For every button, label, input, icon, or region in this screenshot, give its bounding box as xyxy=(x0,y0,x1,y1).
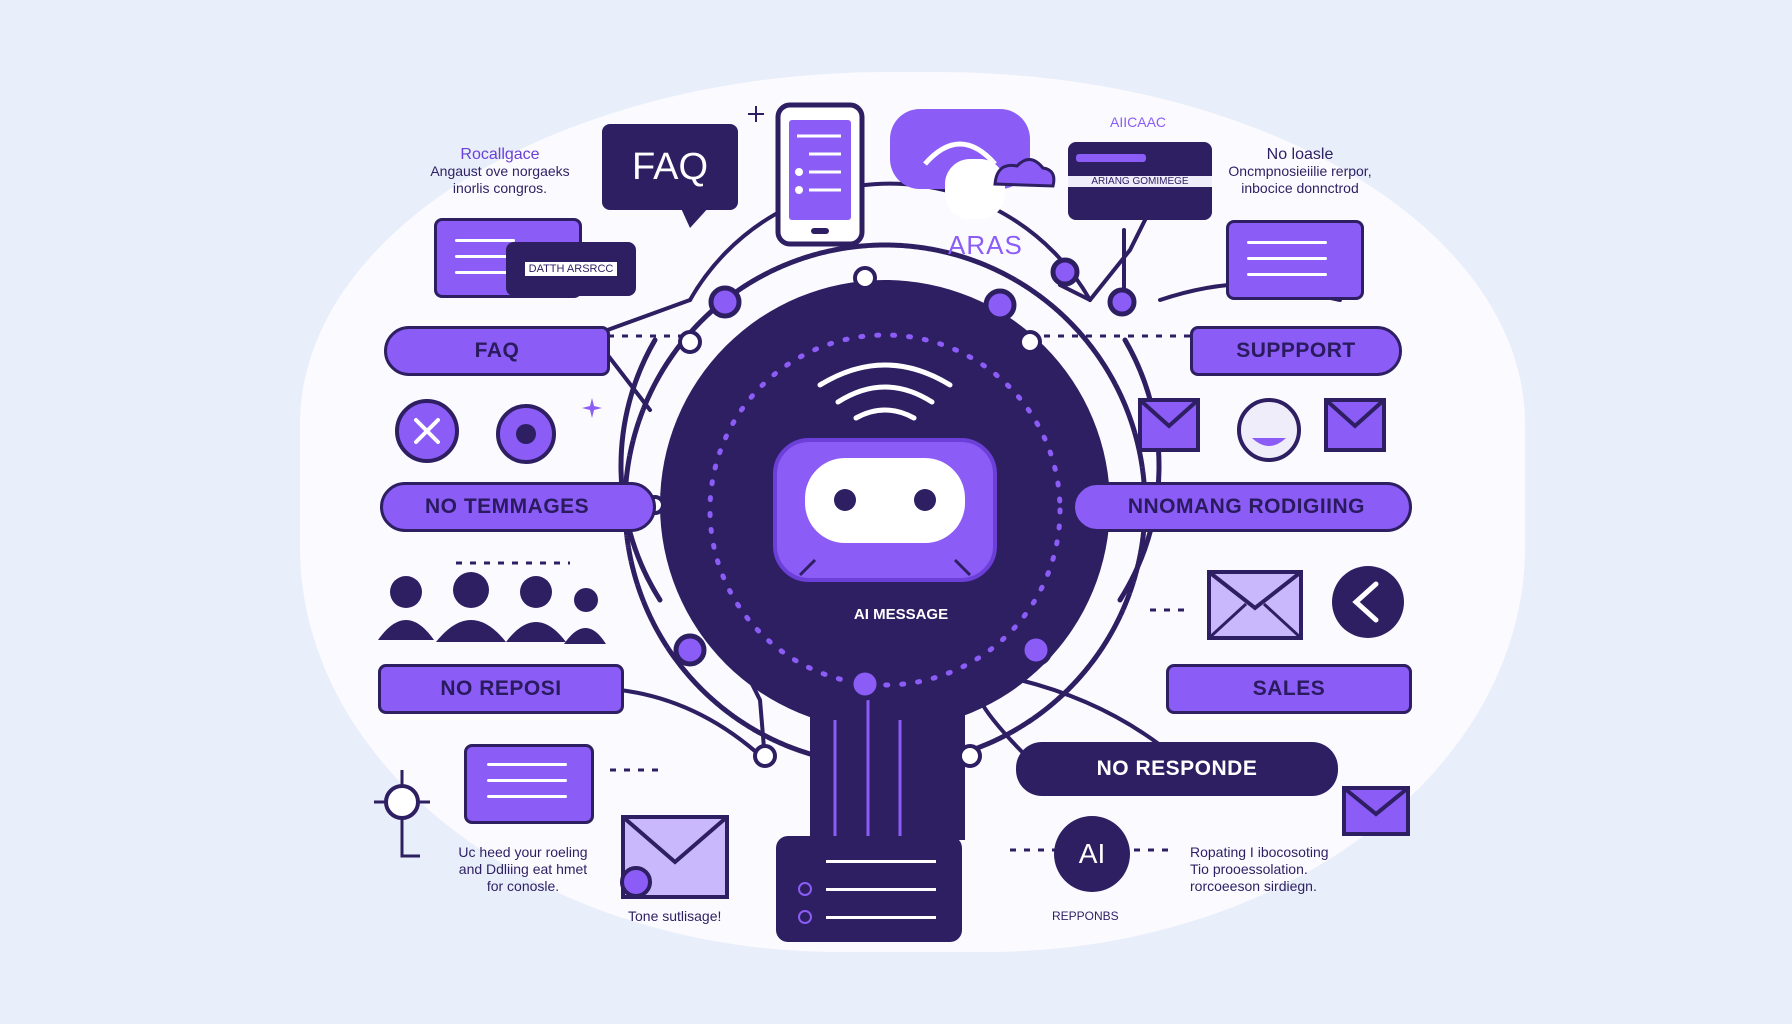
brand-label: ARAS xyxy=(948,230,1023,260)
no-temmages-pill-label: NO TEMMAGES xyxy=(425,495,590,518)
support-pill-label: SUPPPORT xyxy=(1236,339,1356,362)
message-box xyxy=(776,836,962,942)
faq-pill-label: FAQ xyxy=(474,339,520,362)
chat-cloud-icon xyxy=(890,109,1056,219)
mail-icon-3 xyxy=(1342,786,1410,836)
faq-bubble: FAQ xyxy=(602,124,738,210)
bottom-right-line-1: Ropating I ibocosoting xyxy=(1190,844,1329,860)
top-right-body-1: Oncmpnosieiilie rerpor, xyxy=(1228,163,1372,179)
no-reposi-pill: NO REPOSI xyxy=(378,664,624,714)
bottom-left-line-3: for conosle. xyxy=(486,878,560,894)
top-left-body-2: inorlis congros. xyxy=(452,180,548,196)
no-responde-pill: NO RESPONDE xyxy=(1016,742,1338,796)
gear-icon xyxy=(496,404,556,464)
top-right-title: No loasle xyxy=(1266,146,1334,163)
top-right-text: No loasle Oncmpnosieiilie rerpor, inboci… xyxy=(1220,146,1380,197)
bottom-left-caption: Tone sutlisage! xyxy=(628,908,722,924)
small-box-left-label: DATTH ARSRCC xyxy=(524,262,618,276)
ai-badge: AI xyxy=(1054,816,1130,892)
small-box-right-label: ARIANG GOMIMEGE xyxy=(1068,176,1212,187)
faq-bubble-tail xyxy=(680,206,710,228)
support-pill: SUPPPORT xyxy=(1190,326,1402,376)
ai-badge-label: AI xyxy=(1078,838,1106,869)
location-node-icon xyxy=(374,770,430,858)
bottom-left-text: Uc heed your roeling and Ddliing eat hme… xyxy=(448,844,598,895)
bottom-right-line-3: rorcoeeson sirdiegn. xyxy=(1190,878,1317,894)
no-reposi-pill-label: NO REPOSI xyxy=(440,677,562,700)
top-left-body-1: Angaust ove norgaeks xyxy=(430,163,570,179)
top-left-text: Rocallgace Angaust ove norgaeks inorlis … xyxy=(420,146,580,197)
chat-bubble-right xyxy=(1226,220,1364,300)
phone-icon xyxy=(775,102,865,247)
chat-bubble-bottom-left xyxy=(464,744,594,824)
small-box-left: DATTH ARSRCC xyxy=(506,242,636,296)
users-icon xyxy=(378,572,606,644)
sales-pill: SALES xyxy=(1166,664,1412,714)
no-temmages-pill: NO TEMMAGES xyxy=(380,482,656,532)
sparkle-icon xyxy=(582,398,602,418)
top-left-title: Rocallgace xyxy=(460,146,540,163)
nnomang-pill-label: NNOMANG RODIGIING xyxy=(1127,495,1365,518)
bottom-left-line-1: Uc heed your roeling xyxy=(458,844,588,860)
bottom-right-line-2: Tio prooessolation. xyxy=(1190,861,1308,877)
small-box-right: ARIANG GOMIMEGE xyxy=(1068,142,1212,220)
envelope-open-icon xyxy=(620,815,729,899)
faq-pill: FAQ xyxy=(384,326,610,376)
envelope-icon xyxy=(1207,570,1303,640)
chevron-left-icon xyxy=(1332,566,1404,638)
bottom-left-line-2: and Ddliing eat hmet xyxy=(458,861,588,877)
plus-icon xyxy=(748,106,764,122)
no-responde-pill-label: NO RESPONDE xyxy=(1096,757,1258,780)
faq-bubble-label: FAQ xyxy=(631,145,709,188)
sales-pill-label: SALES xyxy=(1252,677,1326,700)
mail-icon-2 xyxy=(1324,398,1386,452)
top-right-body-2: inbocice donnctrod xyxy=(1241,180,1359,196)
close-icon xyxy=(395,399,459,463)
mail-icon-1 xyxy=(1138,398,1200,452)
bottom-right-text: Ropating I ibocosoting Tio prooessolatio… xyxy=(1190,844,1360,895)
nnomang-pill: NNOMANG RODIGIING xyxy=(1072,482,1412,532)
ai-caption: REPPONBS xyxy=(1052,909,1119,923)
support-agent-icon xyxy=(1237,398,1301,462)
top-right-brand: AIICAAC xyxy=(1110,114,1167,130)
center-title: AI MESSAGE xyxy=(853,606,949,623)
